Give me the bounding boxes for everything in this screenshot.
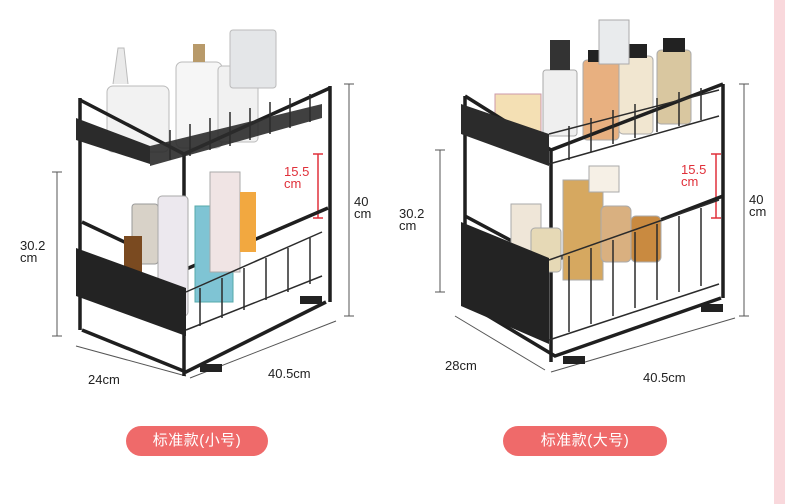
shelf-gap-label: 15.5 cm (284, 164, 310, 191)
total-height-label: 40 cm (354, 194, 372, 221)
shelf-gap-line-small (313, 153, 323, 219)
lower-basket-small (76, 231, 323, 336)
product-small: 15.5 cm 40 cm 30.2 cm 24cm 40.5cm 标准款(小号… (0, 0, 385, 504)
depth-label: 28cm (445, 358, 477, 373)
width-label: 40.5cm (268, 366, 311, 381)
upper-basket-large (461, 88, 720, 166)
lower-basket-large (461, 199, 720, 344)
upper-basket-small (76, 94, 322, 166)
depth-label: 24cm (88, 372, 120, 387)
product-large: 15.5 cm 40 cm 30.2 cm 28cm 40.5cm 标准款(大号… (385, 0, 774, 504)
rack-large-illustration (435, 19, 749, 373)
total-height-label: 40 cm (749, 192, 767, 219)
shelf-gap-label: 15.5 cm (681, 162, 707, 189)
lower-items-large (510, 165, 662, 281)
lower-height-label: 30.2 cm (399, 206, 425, 233)
shelf-gap-line-large (711, 153, 721, 219)
side-stripe (774, 0, 785, 504)
foot-small (200, 364, 222, 372)
foot-large (563, 356, 585, 364)
rack-small-illustration (52, 29, 354, 379)
width-label: 40.5cm (643, 370, 686, 385)
lower-height-label: 30.2 cm (20, 238, 46, 265)
variant-pill-large[interactable]: 标准款(大号) (503, 426, 667, 456)
dimension-lines-small (52, 83, 354, 379)
upper-items-large (494, 19, 692, 141)
variant-pill-small[interactable]: 标准款(小号) (126, 426, 268, 456)
